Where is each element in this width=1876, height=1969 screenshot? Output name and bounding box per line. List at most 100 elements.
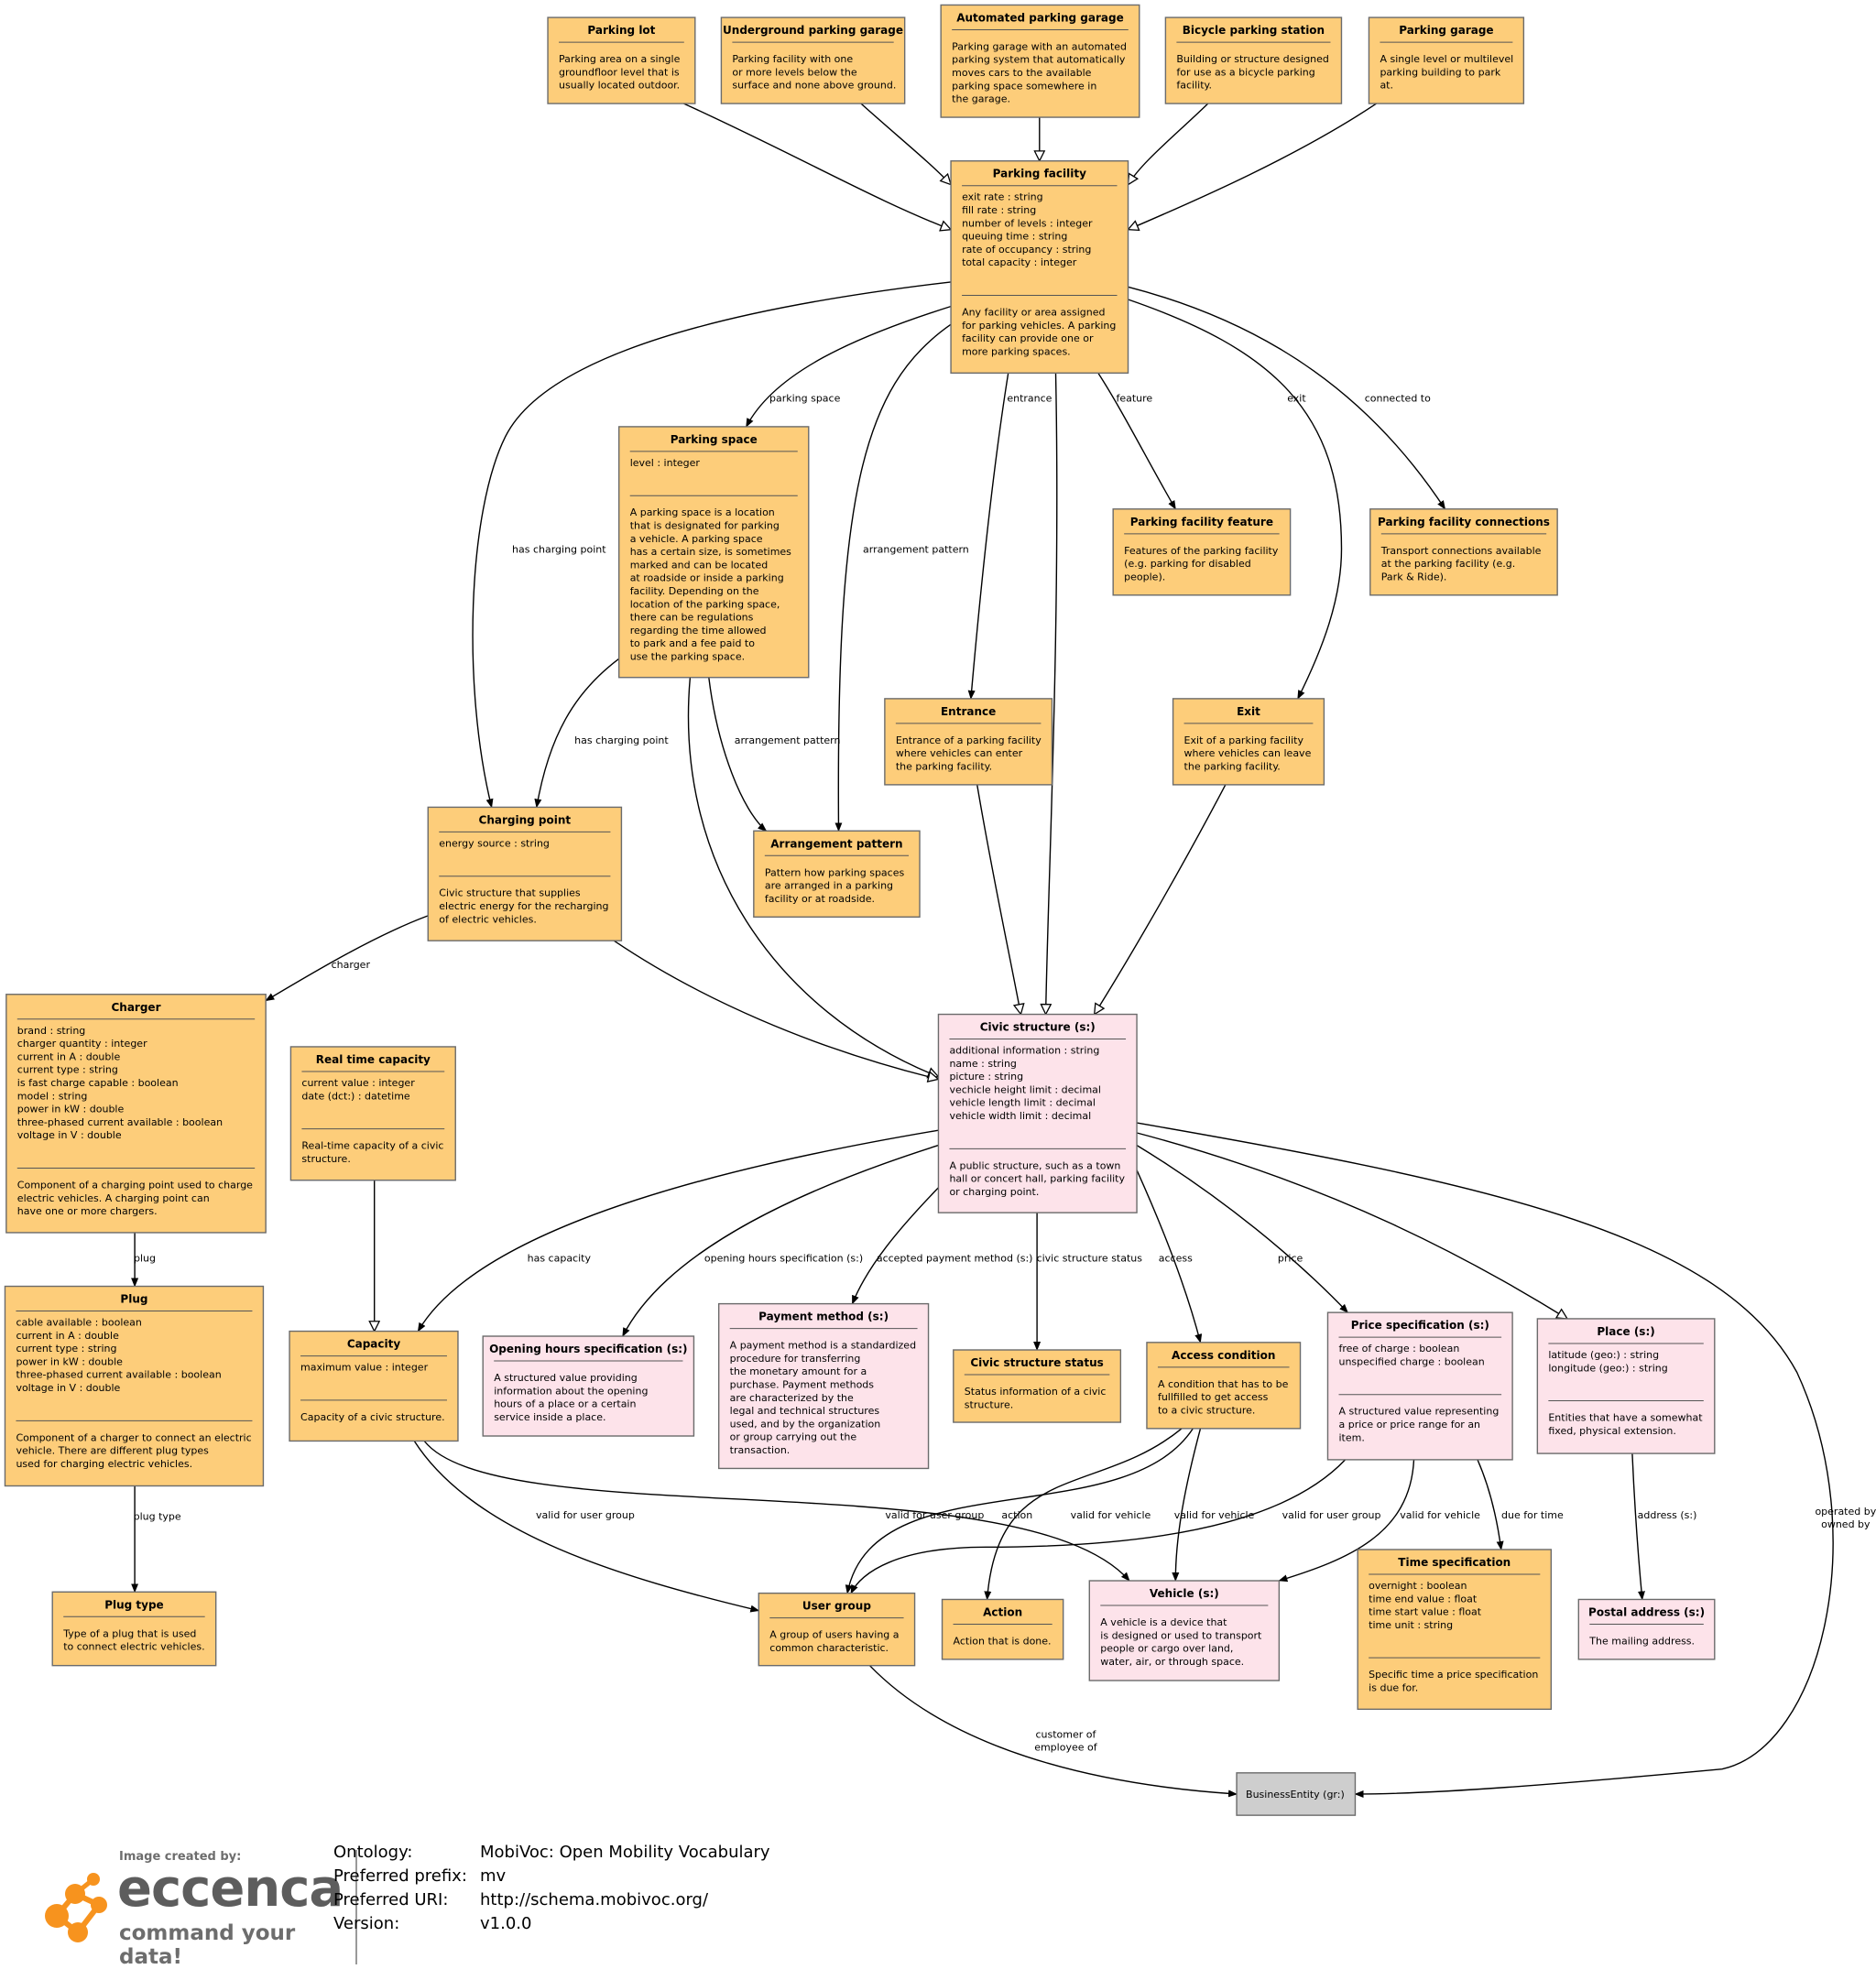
class-description-line: information about the opening — [494, 1385, 648, 1397]
class-description-line: Component of a charging point used to ch… — [17, 1179, 253, 1191]
class-title: Access condition — [1172, 1349, 1275, 1362]
class-title: Parking lot — [587, 24, 655, 37]
class-box — [953, 1349, 1122, 1423]
class-title: Plug type — [104, 1598, 164, 1611]
edge-label-has-charging-point-2: has charging point — [574, 734, 669, 746]
class-description-line: The mailing address. — [1588, 1635, 1695, 1647]
class-description-line: has a certain size, is sometimes — [630, 546, 791, 558]
edge-line — [967, 373, 1009, 700]
class-attribute: power in kW : double — [17, 1104, 125, 1115]
edge-price — [1136, 1145, 1348, 1313]
class-description-line: or charging point. — [949, 1186, 1039, 1198]
class-description-line: are characterized by the — [730, 1392, 854, 1404]
edge-label-valid-vehicle-price: valid for vehicle — [1400, 1509, 1480, 1521]
logo-wordmark: eccenca — [117, 1859, 344, 1919]
class-attribute: current type : string — [17, 1064, 118, 1076]
class-description-line: Component of a charger to connect an ele… — [16, 1431, 251, 1443]
class-attribute: voltage in V : double — [17, 1129, 122, 1141]
meta-uri-value: http://schema.mobivoc.org/ — [480, 1890, 709, 1909]
class-attribute: maximum value : integer — [300, 1362, 429, 1374]
edge-line — [1631, 1453, 1645, 1601]
class-attribute: vechicle height limit : decimal — [949, 1083, 1101, 1095]
class-box — [4, 1285, 265, 1487]
class-description-line: Entrance of a parking facility — [896, 734, 1042, 746]
class-description-line: a price or price range for an — [1338, 1419, 1480, 1431]
class-description-line: A group of users having a — [769, 1629, 899, 1641]
edge-customer-of — [868, 1665, 1238, 1798]
class-attribute: voltage in V : double — [16, 1382, 120, 1394]
edge-opening-hours — [622, 1144, 939, 1337]
class-node-access-condition: Access condition A condition that has to … — [1146, 1342, 1302, 1430]
class-title: Plug — [120, 1293, 147, 1306]
class-description-line: location of the parking space, — [630, 598, 780, 610]
class-description-line: Park & Ride). — [1381, 571, 1447, 582]
edge-label-plug: plug — [134, 1252, 156, 1264]
class-attribute: latitude (geo:) : string — [1548, 1349, 1659, 1361]
meta-ontology: Ontology: MobiVoc: Open Mobility Vocabul… — [333, 1841, 770, 1865]
edge-line — [1172, 1428, 1202, 1582]
class-description-line: A condition that has to be — [1158, 1378, 1289, 1390]
class-description-line: vehicle. There are different plug types — [16, 1445, 209, 1457]
class-description-line: Building or structure designed — [1176, 53, 1329, 65]
edge-valid-vehicle-cap — [423, 1441, 1130, 1582]
edge-line — [1097, 372, 1176, 510]
class-attribute: time unit : string — [1369, 1619, 1453, 1631]
logo-tagline: command your data! — [119, 1921, 296, 1969]
eccenca-molecule-icon — [45, 1873, 107, 1942]
class-description-line: people). — [1124, 571, 1165, 582]
class-box — [547, 16, 696, 104]
edge-label-price: price — [1278, 1252, 1303, 1264]
edge-subclass-charging-point — [613, 940, 938, 1079]
class-description-line: Civic structure that supplies — [439, 887, 581, 899]
class-box — [937, 1013, 1138, 1213]
class-description-line: that is designated for parking — [630, 520, 780, 532]
edge-valid-vehicle-acc — [1172, 1428, 1202, 1582]
meta-ontology-label: Ontology: — [333, 1843, 413, 1862]
edge-line — [984, 1428, 1183, 1601]
edge-line — [834, 323, 952, 832]
class-description-line: transaction. — [730, 1444, 791, 1456]
edge-operated-by — [1136, 1122, 1834, 1798]
edge-label-feature: feature — [1116, 393, 1152, 405]
class-attribute: fill rate : string — [962, 204, 1036, 216]
class-attribute: rate of occupancy : string — [962, 244, 1091, 256]
edge-feature — [1097, 372, 1176, 510]
class-title: Parking facility feature — [1130, 516, 1273, 528]
edge-parking-space — [746, 299, 974, 428]
class-description-line: purchase. Payment methods — [730, 1379, 875, 1391]
edge-label-valid-user-group-acc: valid for user group — [885, 1509, 984, 1521]
class-title: Underground parking garage — [723, 24, 903, 37]
edge-valid-user-group-cap — [413, 1441, 760, 1613]
class-description-line: Type of a plug that is used — [62, 1627, 196, 1639]
edge-label-entrance: entrance — [1007, 393, 1052, 405]
class-description-line: or more levels below the — [732, 66, 856, 78]
edge-label-valid-user-group-price: valid for user group — [1282, 1509, 1381, 1521]
class-box — [618, 426, 810, 679]
class-description-line: structure. — [301, 1153, 350, 1165]
class-description-line: service inside a place. — [494, 1411, 605, 1423]
edge-line — [868, 1665, 1238, 1798]
class-description-line: structure. — [965, 1398, 1013, 1410]
class-title: Real time capacity — [316, 1053, 431, 1066]
class-title: Exit — [1237, 705, 1260, 718]
class-description-line: Parking garage with an automated — [952, 40, 1127, 52]
edge-label-due-for-time: due for time — [1501, 1509, 1564, 1521]
meta-ontology-value: MobiVoc: Open Mobility Vocabulary — [480, 1843, 770, 1862]
edge-subclass-parking-space — [687, 677, 939, 1077]
edge-due-for-time — [1477, 1459, 1504, 1550]
class-description-line: Capacity of a civic structure. — [300, 1411, 445, 1423]
edge-action — [984, 1428, 1183, 1601]
class-box — [289, 1046, 456, 1181]
edge-valid-user-group-price — [850, 1459, 1347, 1594]
class-attribute: total capacity : integer — [962, 256, 1077, 268]
class-description-line: hours of a place or a certain — [494, 1398, 636, 1410]
class-attribute: name : string — [949, 1058, 1016, 1070]
class-description-line: hall or concert hall, parking facility — [949, 1173, 1125, 1185]
meta-prefix-label: Preferred prefix: — [333, 1866, 467, 1886]
